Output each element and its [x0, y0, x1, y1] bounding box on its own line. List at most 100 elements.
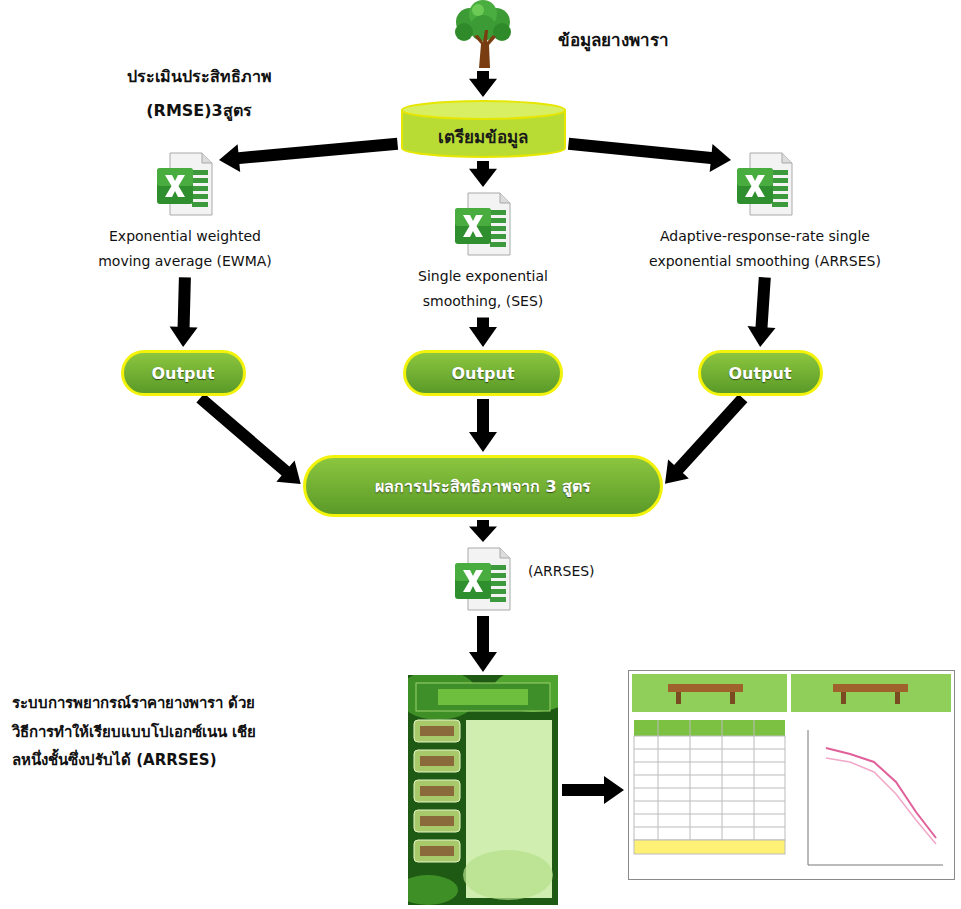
excel-icon-part: [745, 175, 765, 197]
excel-icon-part: [157, 168, 193, 204]
excel-icon-part: [737, 168, 773, 204]
excel-icon-part: [455, 563, 491, 599]
excel-icon-part: [490, 234, 506, 239]
result-screenshot-part-part: [634, 801, 785, 802]
excel-icon-part: [165, 175, 185, 197]
excel-icon-part: [192, 178, 208, 183]
excel-icon-part: [490, 565, 506, 570]
excel-icon-part: [192, 186, 208, 191]
result-screenshot-part: [841, 692, 846, 704]
excel-icon-part: [490, 218, 506, 223]
database-label: เตรียมข้อมูล: [438, 109, 528, 150]
result-screenshot-part-part: [634, 749, 785, 750]
excel-icon-part: [192, 194, 208, 199]
excel-icon-part: [490, 589, 506, 594]
result-screenshot-part: [634, 720, 785, 736]
excel-icon-part: [490, 597, 506, 602]
excel-icon-part: [192, 202, 208, 207]
excel-icon-part: [490, 573, 506, 578]
website-screenshot-part: [414, 780, 460, 802]
website-screenshot-part: [420, 846, 454, 856]
excel-icon: [734, 150, 796, 218]
flow-arrow: [469, 520, 497, 542]
website-system: ระบบการพยากรณ์ราคายางพารา ด้วยวิธีการทำใ…: [12, 675, 558, 905]
website-screenshot-part: [408, 675, 558, 905]
result-screenshot-part: [808, 865, 943, 866]
website-screenshot-part: [420, 756, 454, 766]
result-screenshot-part: [730, 692, 735, 704]
tree-icon-part: [472, 4, 484, 16]
method-caption: Single exponential smoothing, (SES): [397, 264, 569, 314]
excel-icon-part: [455, 208, 491, 244]
website-screenshot-part: [416, 683, 550, 711]
spreadsheet-step: Exponential weighted moving average (EWM…: [83, 150, 288, 274]
website-screenshot-part: [414, 810, 460, 832]
result-screenshot-part: [629, 671, 955, 880]
result-screenshot-part: [634, 720, 785, 840]
flow-arrow: [469, 399, 497, 452]
excel-icon: [154, 150, 216, 218]
excel-icon: [452, 190, 514, 258]
website-screenshot-part: [408, 875, 458, 905]
spreadsheet-step: Adaptive-response-rate single exponentia…: [625, 150, 905, 274]
website-screenshot-part: [414, 720, 460, 742]
evaluation-note: ประเมินประสิทธิภาพ (RMSE)3สูตร: [104, 60, 294, 127]
result-screenshot-part: [634, 736, 785, 840]
website-screenshot-part: [463, 850, 553, 900]
excel-icon-part: [500, 548, 510, 558]
excel-icon-part: [490, 210, 506, 215]
excel-icon-part: [463, 215, 483, 237]
website-screenshot-part: [420, 786, 454, 796]
result-screenshot-part: [791, 674, 951, 712]
flow-arrow: [469, 616, 497, 672]
system-caption: ระบบการพยากรณ์ราคายางพารา ด้วยวิธีการทำใ…: [12, 689, 257, 775]
result-screenshot-part: [808, 730, 809, 865]
website-screenshot: [408, 675, 558, 905]
excel-icon-part: [490, 226, 506, 231]
output-pill: Output: [698, 350, 823, 396]
result-screenshot: [629, 671, 955, 880]
flow-arrow: [748, 277, 776, 347]
excel-icon: [452, 545, 514, 613]
pill-label: Output: [437, 364, 528, 383]
flow-arrow: [665, 394, 747, 484]
excel-icon-part: [772, 178, 788, 183]
output-pill: Output: [403, 350, 563, 396]
pill-label: ผลการประสิทธิภาพจาก 3 สูตร: [361, 474, 605, 499]
flow-arrow: [196, 393, 300, 484]
spreadsheet-step: (ARRSES): [452, 545, 595, 613]
result-screenshot-part-part: [634, 762, 785, 763]
website-screenshot-part: [420, 726, 454, 736]
tree-icon: [452, 0, 514, 68]
flow-arrow: [219, 138, 398, 172]
tree-icon-part: [493, 23, 511, 41]
flow-arrow: [562, 776, 624, 804]
excel-icon-part: [192, 170, 208, 175]
tree-icon-part: [474, 30, 496, 68]
output-pill: ผลการประสิทธิภาพจาก 3 สูตร: [303, 455, 663, 517]
result-screenshot-part: [895, 692, 900, 704]
flow-arrow: [568, 138, 731, 172]
cylinder-shape-part: [402, 101, 565, 119]
excel-icon-part: [463, 570, 483, 592]
pill-label: Output: [714, 364, 805, 383]
method-caption: Adaptive-response-rate single exponentia…: [625, 224, 905, 274]
website-screenshot-part: [420, 816, 454, 826]
result-screenshot-part-part: [754, 720, 755, 840]
result-screenshot-part-part: [722, 720, 723, 840]
database-cylinder: เตรียมข้อมูล: [401, 100, 566, 158]
excel-icon-part: [772, 194, 788, 199]
excel-icon-part: [490, 242, 506, 247]
excel-icon-part: [772, 186, 788, 191]
flow-arrow: [469, 71, 497, 97]
result-screenshot-part: [634, 840, 785, 854]
pill-label: Output: [137, 364, 228, 383]
excel-icon-part: [500, 193, 510, 203]
website-screenshot-part: [438, 689, 528, 705]
tree-icon-part: [455, 23, 473, 41]
excel-icon-part: [782, 153, 792, 163]
result-screenshot-part-part: [634, 827, 785, 828]
spreadsheet-step: Single exponential smoothing, (SES): [397, 190, 569, 314]
source-label: ข้อมูลยางพารา: [558, 26, 669, 53]
